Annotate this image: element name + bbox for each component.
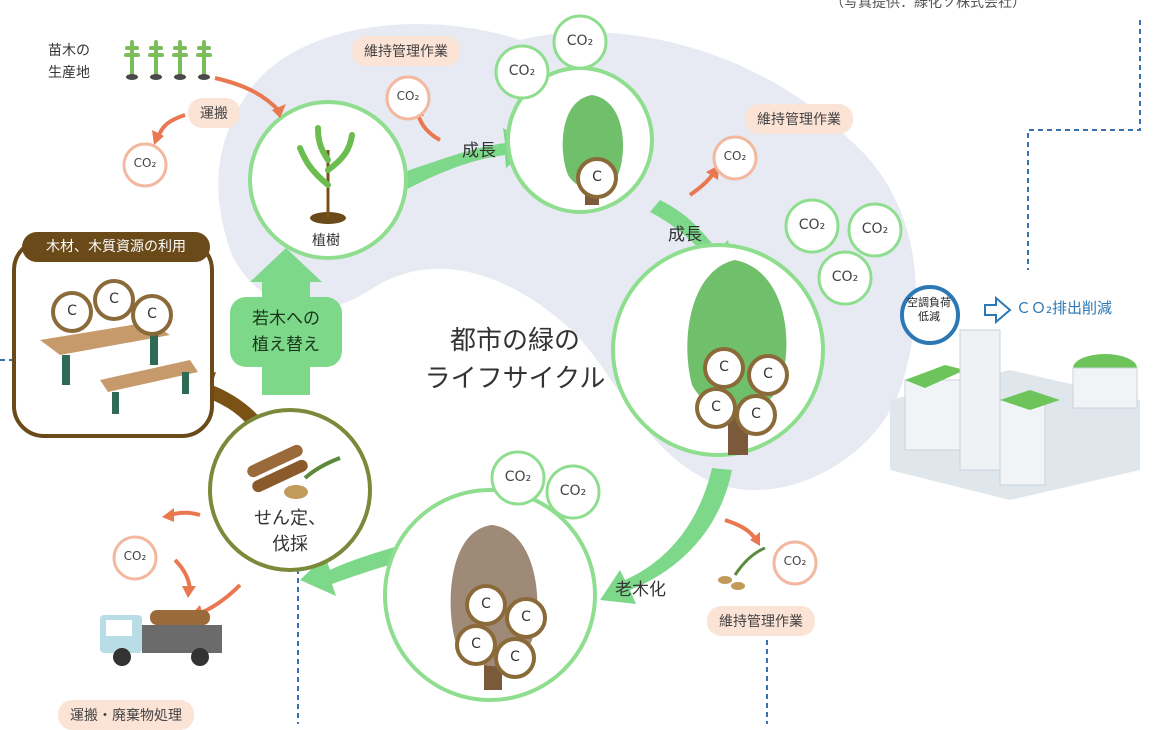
maintenance-pill-bottom: 維持管理作業 [707, 606, 815, 636]
hvac-reduction-label: 空調負荷 低減 [900, 296, 958, 324]
carbon-text: C [751, 406, 761, 422]
bench-icon [40, 322, 198, 414]
planting-label: 植樹 [312, 233, 340, 249]
co2-reduction-label: ＣＯ₂排出削減 [1016, 299, 1113, 317]
carbon-text: C [510, 649, 520, 665]
carbon-text: C [521, 609, 531, 625]
dashed-connectors [0, 20, 1141, 724]
co2-text: CO₂ [798, 217, 826, 233]
carbon-text: C [592, 169, 602, 185]
aging-label: 老木化 [615, 580, 666, 600]
disposal-pill: 運搬・廃棄物処理 [58, 700, 194, 730]
sapling-icon [297, 125, 355, 224]
replace-line2: 植え替え [252, 335, 320, 355]
transport-pill: 運搬 [188, 98, 240, 128]
center-title-line1: 都市の緑の [449, 326, 580, 356]
carbon-text: C [67, 303, 77, 319]
growth-label-1: 成長 [462, 141, 496, 161]
co2-text: CO₂ [831, 269, 859, 285]
wood-use-title: 木材、木質資源の利用 [22, 232, 210, 262]
carbon-text: C [711, 399, 721, 415]
seedling-origin-line2: 生産地 [48, 65, 90, 81]
co2-text: CO₂ [559, 483, 587, 499]
replace-sapling-box: 若木への 植え替え [230, 297, 342, 367]
hvac-reduction-line1: 空調負荷 [907, 296, 951, 309]
co2-text: CO₂ [861, 221, 889, 237]
co2-text: CO₂ [504, 469, 532, 485]
carbon-text: C [719, 359, 729, 375]
maintenance-pill-top: 維持管理作業 [352, 36, 460, 66]
carbon-text: C [471, 636, 481, 652]
carbon-text: C [109, 291, 119, 307]
building-illustration [890, 329, 1140, 500]
co2-text: CO₂ [723, 149, 747, 163]
center-title: 都市の緑の ライフサイクル [410, 322, 620, 398]
co2-text: CO₂ [123, 549, 147, 563]
pruning-label: せん定、 伐採 [240, 506, 340, 558]
pruning-line2: 伐採 [272, 534, 308, 555]
replace-line1: 若木への [252, 309, 320, 329]
photo-caption: （写真提供：緑化ソ株式会社） [830, 0, 1026, 11]
truck-icon [100, 610, 222, 666]
logs-icon [247, 444, 341, 499]
co2-text: CO₂ [566, 33, 594, 49]
carbon-text: C [763, 366, 773, 382]
maintenance-debris-icon [718, 546, 766, 590]
carbon-text: C [147, 306, 157, 322]
seedling-origin-label: 苗木の 生産地 [48, 40, 90, 84]
co2-text: CO₂ [396, 89, 420, 103]
seedling-origin-line1: 苗木の [48, 43, 90, 59]
growth-label-2: 成長 [668, 225, 702, 245]
hvac-reduction-circle [900, 285, 960, 345]
seedlings-icon [124, 40, 212, 77]
center-title-line2: ライフサイクル [424, 364, 606, 394]
maintenance-pill-right: 維持管理作業 [745, 104, 853, 134]
co2-text: CO₂ [783, 554, 807, 568]
pruning-line1: せん定、 [254, 508, 326, 529]
hvac-reduction-line2: 低減 [918, 310, 940, 323]
carbon-text: C [481, 596, 491, 612]
co2-text: CO₂ [133, 156, 157, 170]
reduction-arrow-icon [984, 295, 1012, 325]
co2-text: CO₂ [508, 63, 536, 79]
